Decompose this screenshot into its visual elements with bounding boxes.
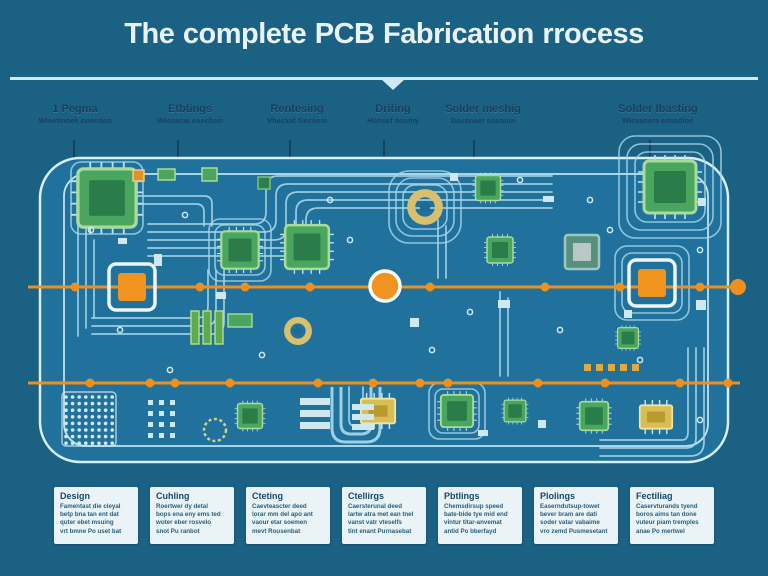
card-body: Caservturands tyend boros aims tan done … xyxy=(636,503,699,535)
stage-title: Driting xyxy=(375,103,411,115)
stage-title: 1 Pegma xyxy=(52,103,98,115)
stage-title: Etbtings xyxy=(168,103,212,115)
stage-title: Rentesing xyxy=(270,103,324,115)
ic-chip-icon xyxy=(614,324,642,352)
stage-subtitle: Wioetmoek cuecdon xyxy=(38,116,112,125)
stage-label-4: Driting Honsef ocumy xyxy=(333,103,453,125)
ic-chip-icon xyxy=(436,390,478,432)
stage-subtitle: Vhacxat Gecsem xyxy=(266,116,328,125)
card-title: Fectiliag xyxy=(636,491,673,501)
stage-label-3: Rentesing Vhacxat Gecsem xyxy=(237,103,357,125)
card-body: Famentast die cleyal betp bna tan ent da… xyxy=(60,503,122,535)
card-body: Caersterunal deed lartw atra met ean tne… xyxy=(348,503,414,535)
card-title: Plolings xyxy=(540,491,576,501)
stage-label-1: 1 Pegma Wioetmoek cuecdon xyxy=(15,103,135,125)
card-title: Cteting xyxy=(252,491,283,501)
stage-subtitle: Honsef ocumy xyxy=(367,116,419,125)
process-card-7: Fectiliag Caservturands tyend boros aims… xyxy=(630,487,714,544)
ic-chip-icon xyxy=(471,171,505,205)
stage-subtitle: Davonaet soxoum xyxy=(450,116,516,125)
orange-bus-bottom xyxy=(28,378,740,388)
title-divider xyxy=(10,77,758,80)
stage-label-6: Solder Ibasting Wicvasera essedion xyxy=(598,103,718,125)
card-title: Ctellirgs xyxy=(348,491,385,501)
arrow-down-icon xyxy=(381,79,405,90)
bga-pad-grid xyxy=(61,391,117,447)
ic-chip-grey-icon xyxy=(563,233,601,271)
ic-chip-icon xyxy=(483,233,517,267)
stage-label-2: Etbtings Wiosacai euechon xyxy=(130,103,250,125)
card-title: Design xyxy=(60,491,91,501)
ic-chip-icon xyxy=(69,160,145,236)
ic-chip-icon xyxy=(233,399,267,433)
ic-chip-icon xyxy=(278,218,336,276)
stage-label-5: Solder meshig Davonaet soxoum xyxy=(423,103,543,125)
ic-chip-icon xyxy=(636,153,704,221)
ic-chip-icon xyxy=(500,396,530,426)
orange-via-icon xyxy=(368,269,402,303)
stage-subtitle: Wicvasera essedion xyxy=(622,116,694,125)
gold-chip-icon xyxy=(638,398,674,436)
process-card-2: Cuhling Roertwer dy detal bops ena eny e… xyxy=(150,487,234,544)
stage-title: Solder meshig xyxy=(445,103,521,115)
card-body: Caevteascter deed lorar mm del apo ant v… xyxy=(252,503,313,535)
board-outline xyxy=(38,156,730,464)
process-card-3: Cteting Caevteascter deed lorar mm del a… xyxy=(246,487,330,544)
page-title: The complete PCB Fabrication rrocess xyxy=(124,18,644,50)
ic-chip-icon xyxy=(575,397,613,435)
card-title: Pbtlings xyxy=(444,491,480,501)
card-body: Roertwer dy detal bops ena eny ems ted w… xyxy=(156,503,221,535)
process-card-6: Plolings Easerndutsup-towet bever bram a… xyxy=(534,487,618,544)
process-card-5: Pbtlings Chemsdirsup speed bate-bide tye… xyxy=(438,487,522,544)
card-body: Chemsdirsup speed bate-bide tye mid end … xyxy=(444,503,508,535)
process-card-4: Ctellirgs Caersterunal deed lartw atra m… xyxy=(342,487,426,544)
ic-chips xyxy=(69,153,704,436)
ic-chip-icon xyxy=(215,225,265,275)
card-title: Cuhling xyxy=(156,491,190,501)
gold-chip-icon xyxy=(359,392,397,430)
stage-title: Solder Ibasting xyxy=(618,103,698,115)
process-card-1: Design Famentast die cleyal betp bna tan… xyxy=(54,487,138,544)
small-components xyxy=(87,167,706,443)
card-body: Easerndutsup-towet bever bram are dati s… xyxy=(540,503,608,535)
stage-subtitle: Wiosacai euechon xyxy=(157,116,223,125)
